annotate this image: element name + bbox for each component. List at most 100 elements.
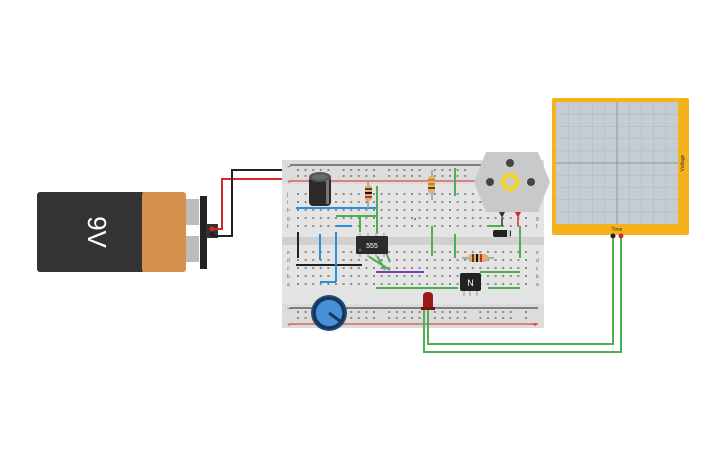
breadboard-hole (426, 193, 429, 195)
breadboard-hole (319, 225, 322, 227)
breadboard-hole (517, 251, 520, 253)
row-letter: d (287, 258, 290, 264)
breadboard-hole (525, 251, 527, 253)
breadboard-hole (342, 259, 345, 261)
battery-snap[interactable] (200, 196, 207, 269)
breadboard-hole (441, 259, 444, 261)
breadboard-hole (441, 317, 444, 319)
breadboard-hole (502, 275, 505, 277)
breadboard-hole (517, 267, 520, 269)
breadboard-hole (426, 209, 429, 211)
breadboard-hole (350, 209, 353, 211)
transistor-npn[interactable]: N (460, 273, 481, 296)
row-letter: a (287, 282, 290, 288)
breadboard-hole (312, 283, 315, 285)
breadboard-hole (411, 275, 413, 277)
breadboard-hole (433, 169, 436, 171)
scope-wire-2[interactable] (423, 238, 622, 353)
breadboard-hole (365, 259, 368, 261)
dc-motor[interactable] (474, 152, 550, 226)
breadboard-hole (342, 217, 345, 219)
oscilloscope-probe-black[interactable] (610, 233, 616, 239)
potentiometer[interactable] (311, 295, 347, 331)
rail-minus-bottom: − (287, 306, 291, 313)
breadboard-hole (357, 193, 360, 195)
breadboard-hole (304, 217, 307, 219)
breadboard-hole (388, 169, 391, 171)
breadboard-hole (373, 193, 375, 195)
breadboard-hole (433, 317, 436, 319)
breadboard-holes[interactable]: jjiihhggffeeddccbbaa (286, 169, 539, 319)
breadboard-hole (388, 267, 391, 269)
breadboard-hole (380, 217, 383, 219)
breadboard-hole (418, 169, 421, 171)
breadboard-hole (388, 225, 391, 227)
oscilloscope[interactable]: Time Voltage (552, 98, 689, 239)
resistor-1[interactable] (365, 180, 372, 208)
breadboard-hole (403, 209, 406, 211)
breadboard-hole (342, 201, 345, 203)
breadboard-hole (441, 209, 444, 211)
resistor-2[interactable] (428, 170, 435, 200)
breadboard-hole (342, 193, 345, 195)
breadboard-hole (312, 217, 315, 219)
breadboard-hole (525, 283, 527, 285)
battery-red-wire[interactable] (212, 178, 300, 230)
breadboard-hole (494, 311, 497, 313)
breadboard-hole (297, 193, 299, 195)
breadboard-hole (327, 283, 330, 285)
breadboard-hole (380, 193, 383, 195)
oscilloscope-voltage-label: Voltage (680, 154, 686, 171)
breadboard-hole (350, 175, 353, 177)
breadboard-hole (456, 267, 459, 269)
breadboard-hole (365, 283, 368, 285)
breadboard-hole (525, 217, 527, 219)
breadboard-hole (380, 225, 383, 227)
breadboard-hole (449, 193, 451, 195)
row-letter: b (536, 274, 539, 280)
breadboard-hole (403, 193, 406, 195)
electrolytic-capacitor[interactable] (309, 172, 331, 206)
battery-9v[interactable]: 9V (37, 192, 199, 272)
jumper-wires[interactable] (296, 168, 521, 289)
breadboard-hole (357, 201, 360, 203)
breadboard-hole (441, 275, 444, 277)
breadboard-hole (411, 267, 413, 269)
breadboard-hole (433, 259, 436, 261)
breadboard-hole (373, 169, 375, 171)
breadboard-hole (525, 267, 527, 269)
resistor-3[interactable] (462, 254, 494, 262)
breadboard-hole (449, 283, 451, 285)
row-letter: c (287, 266, 290, 272)
breadboard-hole (449, 267, 451, 269)
breadboard-hole (509, 317, 512, 319)
breadboard-hole (502, 217, 505, 219)
breadboard-hole (365, 267, 368, 269)
breadboard-hole (464, 225, 467, 227)
breadboard-hole (342, 275, 345, 277)
breadboard-hole (411, 175, 413, 177)
diode[interactable] (493, 230, 511, 237)
breadboard-hole (395, 169, 398, 171)
red-led[interactable] (421, 292, 435, 310)
breadboard-hole (433, 267, 436, 269)
breadboard-hole (418, 251, 421, 253)
breadboard-hole (449, 217, 451, 219)
breadboard-hole (365, 311, 368, 313)
scope-wire-1[interactable] (427, 238, 614, 345)
breadboard-hole (388, 209, 391, 211)
oscilloscope-probe-red[interactable] (618, 233, 624, 239)
breadboard-hole (479, 311, 482, 313)
breadboard-hole (297, 169, 299, 171)
breadboard-hole (297, 225, 299, 227)
breadboard-hole (517, 283, 520, 285)
breadboard-hole (487, 267, 489, 269)
breadboard-hole (388, 175, 391, 177)
rail-minus-top: − (287, 164, 291, 171)
breadboard-hole (517, 275, 520, 277)
breadboard-hole (433, 251, 436, 253)
breadboard-hole (350, 311, 353, 313)
breadboard-hole (312, 275, 315, 277)
ic-555-timer[interactable]: 555 (356, 233, 388, 257)
